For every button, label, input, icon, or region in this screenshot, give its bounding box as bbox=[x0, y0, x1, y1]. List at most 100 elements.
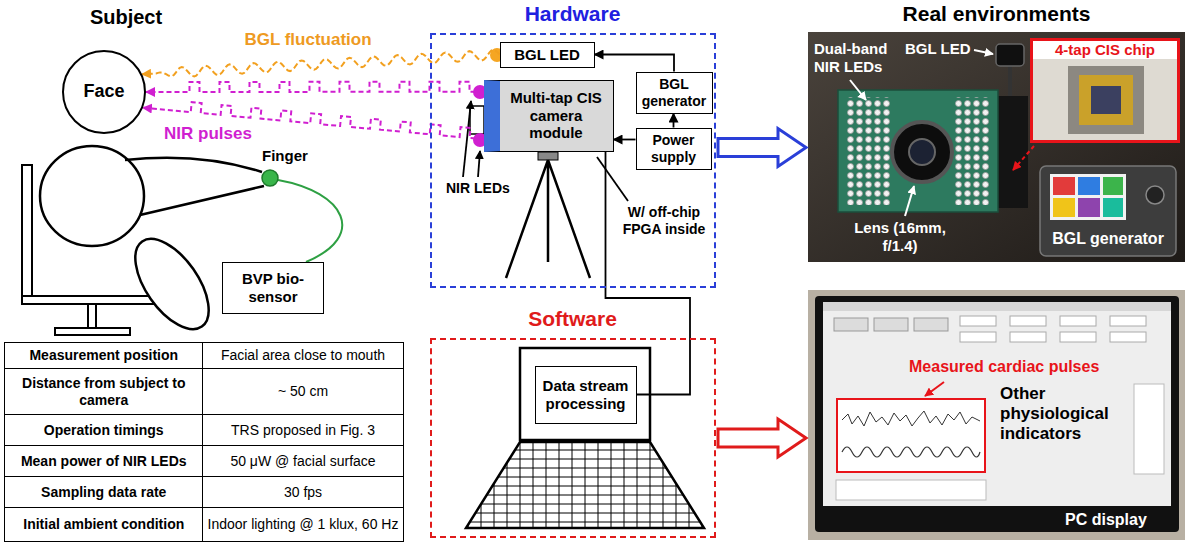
photo-panel: Other physiological indicators PC display… bbox=[808, 290, 1185, 540]
signal-label: NIR pulses bbox=[160, 124, 256, 144]
generator-knob bbox=[1146, 186, 1164, 204]
signal-label: BGL fluctuation bbox=[240, 30, 376, 50]
arm-outline bbox=[125, 158, 264, 215]
chip-ground bbox=[1033, 41, 1177, 140]
node-text: Other physiological indicators bbox=[1000, 384, 1125, 444]
pulse-arrow bbox=[146, 82, 484, 92]
node-text: Power supply bbox=[641, 132, 707, 165]
led-box: BGL LED bbox=[500, 42, 595, 68]
ui-field bbox=[1110, 332, 1146, 342]
table-cell: Distance from subject to camera bbox=[4, 368, 204, 416]
pulse-signal bbox=[842, 447, 980, 457]
leader-line bbox=[478, 151, 480, 177]
ui-button bbox=[914, 318, 948, 331]
node-text: PC display bbox=[1065, 511, 1165, 530]
label-text: Distance from subject to camera bbox=[8, 375, 200, 408]
monitor-screen bbox=[823, 302, 1171, 506]
label-text: Operation timings bbox=[8, 422, 200, 439]
block-arrow bbox=[718, 419, 806, 457]
node-text: Multi-tap CIS camera module bbox=[504, 89, 609, 142]
node-text: Data stream processing bbox=[539, 377, 633, 412]
generator-screen bbox=[1050, 174, 1126, 220]
leader-line bbox=[905, 186, 914, 216]
table-cell: ~ 50 cm bbox=[202, 368, 404, 416]
label-text: W/ off-chip FPGA inside bbox=[616, 204, 712, 237]
window-titlebar bbox=[823, 302, 1171, 311]
ui-field bbox=[1060, 332, 1096, 342]
leader-line bbox=[974, 50, 993, 54]
sensor-box: BVP bio-sensor bbox=[222, 262, 324, 314]
hardware-group: HardwareBGL LEDBGL generatorMulti-tap CI… bbox=[430, 33, 716, 288]
photo-background bbox=[808, 32, 1185, 262]
label-text: Measurement position bbox=[8, 347, 200, 364]
power-box: Power supply bbox=[636, 128, 712, 170]
chair-post bbox=[88, 304, 96, 328]
screen-tile bbox=[1053, 198, 1075, 217]
chip-callout: 4-tap CIS chip bbox=[1030, 38, 1180, 143]
led-callout: NIR LEDs bbox=[446, 180, 518, 197]
table-cell: 30 fps bbox=[202, 476, 404, 509]
fpga-callout: W/ off-chip FPGA inside bbox=[616, 204, 712, 237]
control-arrow bbox=[595, 55, 675, 72]
node-text: Lens (16mm, f/1.4) bbox=[850, 219, 950, 254]
screen-tile bbox=[1053, 177, 1075, 195]
screen-tile bbox=[1078, 198, 1100, 217]
fluctuation-arrow bbox=[142, 50, 499, 77]
lens-ring bbox=[892, 122, 952, 182]
ui-field bbox=[1110, 316, 1146, 326]
power-arrow bbox=[614, 139, 636, 141]
subject-label: Subject bbox=[78, 6, 174, 30]
plot-area bbox=[838, 400, 984, 471]
led-grid bbox=[845, 97, 890, 205]
node-text: BVP bio-sensor bbox=[227, 270, 319, 305]
chip-die bbox=[1091, 86, 1121, 114]
process-box: Data stream processing bbox=[535, 366, 637, 424]
photo-panel: Real environmentsDual-band NIR LEDsBGL L… bbox=[808, 32, 1185, 262]
callout-arrow bbox=[925, 382, 944, 396]
chip-gold bbox=[1079, 75, 1133, 125]
node-text: 4-tap CIS chip bbox=[1033, 41, 1177, 59]
table-cell: Facial area close to mouth bbox=[202, 342, 404, 370]
node-text: Dual-band NIR LEDs bbox=[814, 40, 906, 75]
ui-button bbox=[834, 318, 868, 331]
screen-tile bbox=[1103, 177, 1123, 195]
node-text: Software bbox=[430, 307, 716, 332]
label-text: TRS proposed in Fig. 3 bbox=[206, 422, 400, 439]
ui-field bbox=[1010, 316, 1046, 326]
label-text: Facial area close to mouth bbox=[206, 347, 400, 364]
label-text: Mean power of NIR LEDs bbox=[8, 453, 200, 470]
chip-pointer bbox=[1013, 146, 1034, 170]
node-text: Measured cardiac pulses bbox=[906, 358, 1106, 377]
chip-package bbox=[1068, 66, 1144, 134]
generator-box: BGL generator bbox=[636, 72, 713, 114]
table-cell: Measurement position bbox=[4, 342, 204, 370]
node-text: BGL generator bbox=[1040, 230, 1176, 249]
table-cell: Mean power of NIR LEDs bbox=[4, 445, 204, 478]
table-cell: Operation timings bbox=[4, 414, 204, 447]
leader-line bbox=[597, 157, 628, 201]
label-text: 30 fps bbox=[206, 484, 400, 501]
finger-clip bbox=[262, 170, 278, 186]
led-grid bbox=[955, 97, 991, 205]
table-cell: Initial ambient condition bbox=[4, 507, 204, 542]
label-text: Finger bbox=[262, 147, 312, 165]
raw-signal bbox=[842, 411, 980, 426]
block-arrow bbox=[718, 129, 806, 167]
lens-glass bbox=[909, 139, 935, 165]
label-text: Subject bbox=[78, 6, 174, 30]
camera-module: Multi-tap CIS camera module bbox=[484, 80, 614, 152]
node-text: Real environments bbox=[808, 2, 1185, 27]
power-arrow bbox=[673, 114, 675, 128]
finger-label: Finger bbox=[262, 147, 312, 165]
led-pole bbox=[1008, 66, 1012, 96]
ui-field bbox=[960, 332, 996, 342]
sensor-wire bbox=[278, 180, 342, 262]
monitor-bezel bbox=[815, 296, 1179, 532]
laptop-keyboard bbox=[466, 442, 704, 528]
bgl-led-photo bbox=[996, 44, 1024, 66]
tripod-legs bbox=[506, 160, 590, 278]
node-text: BGL LED bbox=[514, 46, 580, 64]
table-cell: 50 μW @ facial surface bbox=[202, 445, 404, 478]
highlight-box: Measured cardiac pulses bbox=[836, 398, 986, 473]
